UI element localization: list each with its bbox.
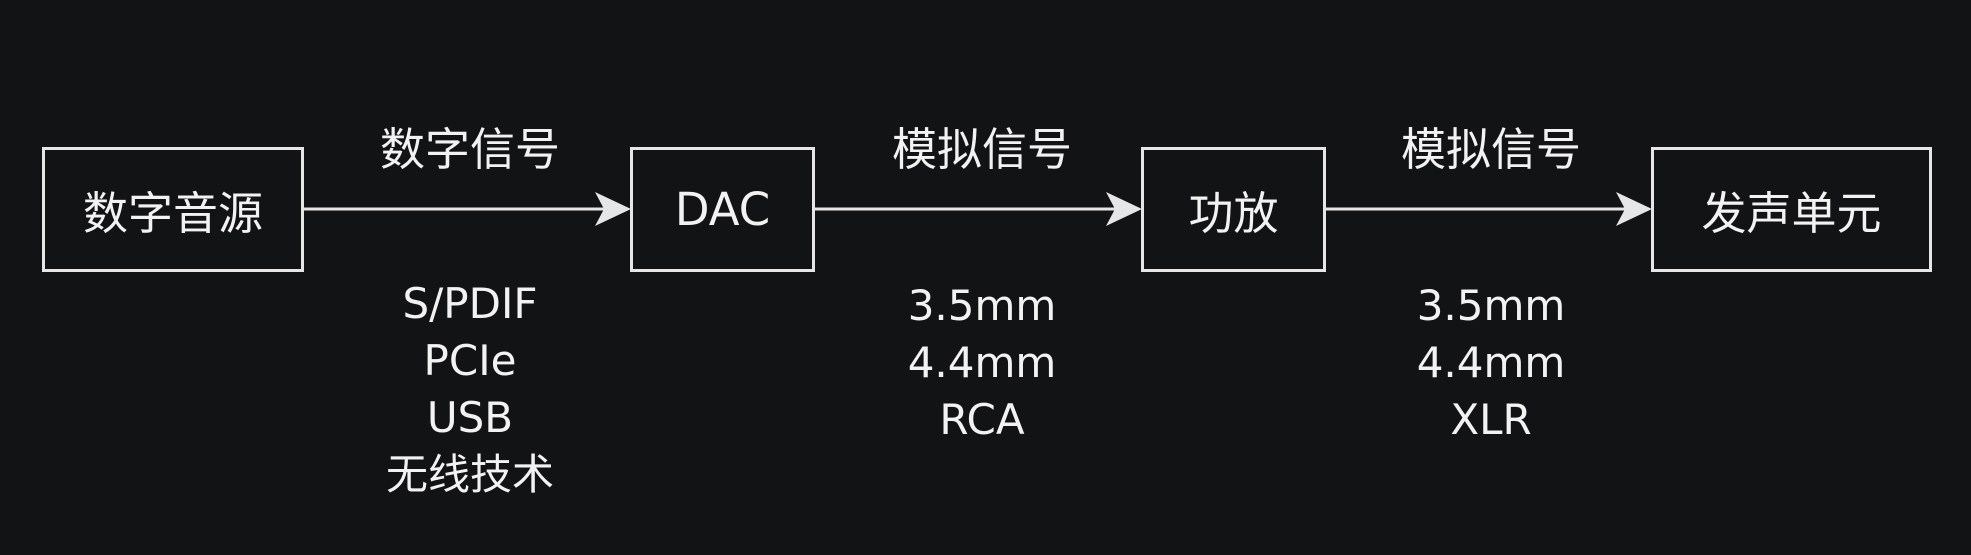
arrow-amp-to-driver: [1325, 192, 1652, 226]
node-dac-label: DAC: [674, 183, 771, 236]
node-digital-source-label: 数字音源: [82, 187, 263, 240]
interface-list-amp-driver: 3.5mm 4.4mm XLR: [1321, 277, 1661, 448]
node-amplifier: 功放: [1141, 147, 1326, 272]
node-dac: DAC: [630, 147, 815, 272]
arrow-dac-to-amp: [815, 192, 1142, 226]
interface-item: 4.4mm: [1416, 338, 1566, 387]
arrow-source-to-dac: [303, 192, 631, 226]
edge-label-analog-signal-2: 模拟信号: [1400, 123, 1581, 176]
interface-item: 4.4mm: [907, 338, 1057, 387]
interface-item: USB: [426, 393, 514, 442]
edge-label-digital-signal: 数字信号: [379, 123, 560, 176]
interface-item: 无线技术: [385, 450, 554, 499]
interface-item: 3.5mm: [907, 281, 1057, 330]
interface-item: PCIe: [423, 336, 517, 385]
edge-label-analog-signal-1: 模拟信号: [891, 123, 1072, 176]
interface-item: RCA: [939, 395, 1025, 444]
node-amplifier-label: 功放: [1188, 187, 1279, 240]
interface-list-dac-amp: 3.5mm 4.4mm RCA: [812, 277, 1152, 448]
interface-item: 3.5mm: [1416, 281, 1566, 330]
node-digital-source: 数字音源: [42, 147, 304, 272]
interface-item: S/PDIF: [402, 279, 538, 328]
interface-item: XLR: [1450, 395, 1532, 444]
node-driver-unit: 发声单元: [1651, 147, 1932, 272]
interface-list-digital: S/PDIF PCIe USB 无线技术: [300, 275, 640, 503]
node-driver-unit-label: 发声单元: [1701, 187, 1882, 240]
